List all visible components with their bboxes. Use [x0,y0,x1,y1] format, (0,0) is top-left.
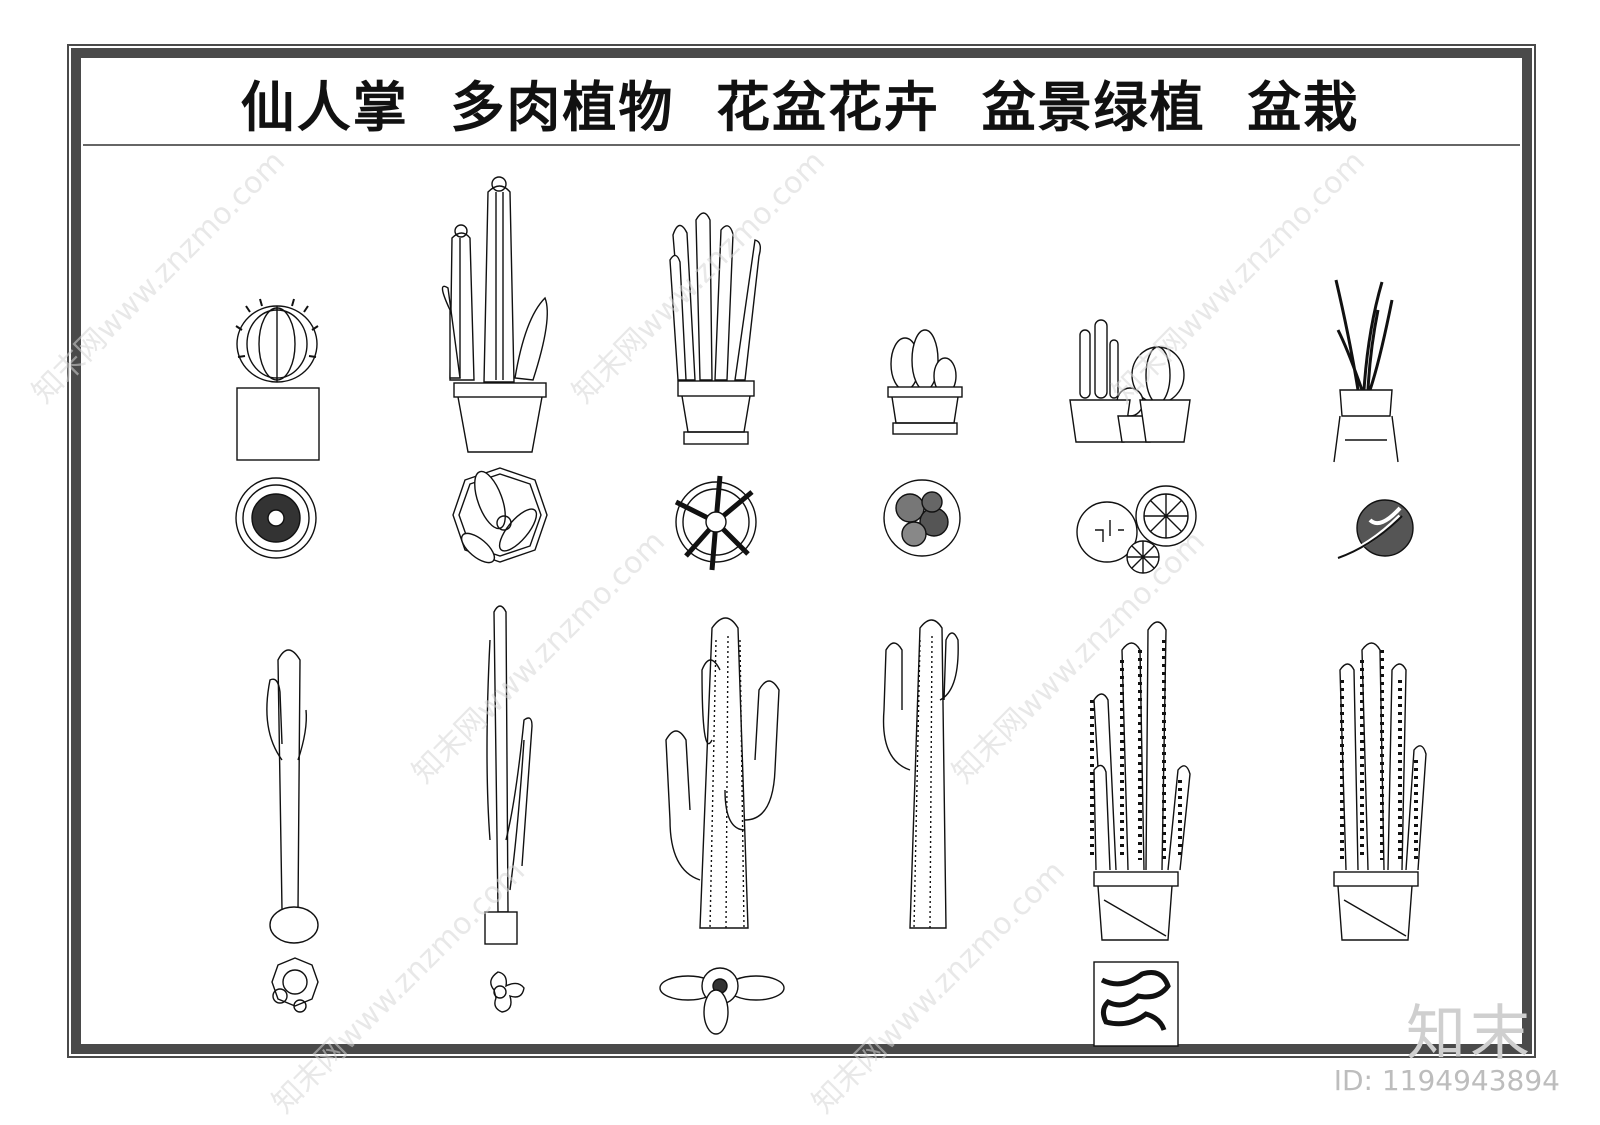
pencil-cactus-elevation [1333,279,1399,463]
small-cactus-bowl-plan [883,479,961,557]
tall-cactus-plan [452,467,548,564]
inner-frame [71,48,1532,1054]
pencil-cactus-plan [1337,499,1414,559]
spiny-columnar-2-elevation [1333,642,1427,941]
saguaro-medium-elevation [882,619,959,929]
saguaro-large-plan [659,967,785,1035]
saguaro-large-elevation [665,617,780,929]
watermark-logo: 知末 [1406,999,1534,1069]
watermark-id: ID: 1194943894 [1333,1064,1560,1097]
slim-cactus-elevation [484,605,533,945]
page-title: 仙人掌 多肉植物 花盆花卉 盆景绿植 盆栽 [240,76,1360,139]
spiny-columnar-elevation [1090,621,1191,941]
outer-frame [67,44,1536,1058]
small-cactus-bowl-elevation [887,329,963,435]
cactus-trio-plan [1076,485,1197,574]
euphorbia-plan [674,475,757,571]
barrel-cactus-plan [235,477,317,559]
euphorbia-elevation [669,212,762,445]
slim-cactus-plan [490,971,525,1013]
barrel-cactus-elevation [235,298,320,461]
columnar-cactus-plan [271,957,319,1013]
cactus-trio-elevation [1069,319,1191,443]
columnar-cactus-elevation [266,649,319,944]
spiny-columnar-plan [1093,961,1179,1047]
tall-cactus-elevation [441,176,548,453]
